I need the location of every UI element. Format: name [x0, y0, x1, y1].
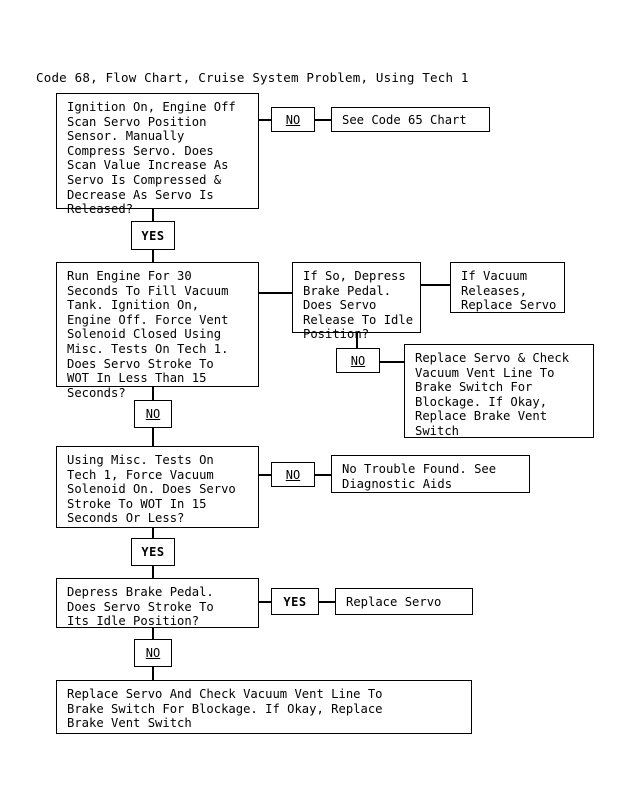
- connector-label: NO: [285, 467, 301, 482]
- connector-step3-yes[interactable]: YES: [131, 538, 175, 566]
- box-replace-servo[interactable]: Replace Servo: [335, 588, 473, 615]
- line-no-to-no-trouble: [315, 474, 331, 476]
- connector-step3-no[interactable]: NO: [271, 462, 315, 487]
- connector-step4-no[interactable]: NO: [134, 639, 172, 667]
- box-vacuum-releases[interactable]: If Vacuum Releases, Replace Servo: [450, 262, 565, 313]
- line-yes-to-replace-servo: [319, 601, 335, 603]
- box-see-code-65[interactable]: See Code 65 Chart: [331, 107, 490, 132]
- connector-label: NO: [145, 646, 161, 660]
- line-no-to-step3: [152, 428, 154, 446]
- box-replace-servo-check[interactable]: Replace Servo & Check Vacuum Vent Line T…: [404, 344, 594, 438]
- box-step2b[interactable]: If So, Depress Brake Pedal. Does Servo R…: [292, 262, 421, 341]
- box-no-trouble-found[interactable]: No Trouble Found. See Diagnostic Aids: [331, 455, 530, 493]
- connector-label: YES: [141, 228, 165, 243]
- line-step1-to-no: [258, 119, 271, 121]
- line-step1-to-yes: [152, 208, 154, 222]
- line-step2-to-no: [152, 386, 154, 400]
- line-no-to-code65: [315, 119, 331, 121]
- page-title: Code 68, Flow Chart, Cruise System Probl…: [36, 70, 469, 85]
- line-yes-to-step2: [152, 250, 154, 262]
- line-step3-to-yes: [152, 528, 154, 538]
- line-no-to-replace-check: [380, 361, 404, 363]
- connector-step2-no[interactable]: NO: [134, 400, 172, 428]
- box-step2[interactable]: Run Engine For 30 Seconds To Fill Vacuum…: [56, 262, 259, 400]
- connector-step1-yes[interactable]: YES: [131, 221, 175, 250]
- line-step3-to-no: [258, 474, 271, 476]
- line-step4-to-yes: [258, 601, 271, 603]
- connector-step2b-no[interactable]: NO: [336, 348, 380, 373]
- connector-label: NO: [350, 353, 366, 368]
- line-step2-to-step2b: [258, 292, 292, 294]
- line-step2b-to-vacuum: [420, 284, 450, 286]
- connector-step4-yes[interactable]: YES: [271, 588, 319, 615]
- line-yes-to-step4: [152, 566, 154, 578]
- box-step3[interactable]: Using Misc. Tests On Tech 1, Force Vacuu…: [56, 446, 259, 528]
- box-step4[interactable]: Depress Brake Pedal. Does Servo Stroke T…: [56, 578, 259, 628]
- line-no-to-final: [152, 667, 154, 680]
- box-step1[interactable]: Ignition On, Engine Off Scan Servo Posit…: [56, 93, 259, 216]
- line-step4-to-no: [152, 627, 154, 639]
- connector-label: YES: [283, 594, 307, 609]
- box-final-action[interactable]: Replace Servo And Check Vacuum Vent Line…: [56, 680, 472, 734]
- connector-step1-no[interactable]: NO: [271, 107, 315, 132]
- connector-label: YES: [141, 545, 165, 559]
- connector-label: NO: [145, 407, 161, 421]
- connector-label: NO: [285, 112, 301, 127]
- line-step2b-to-no: [356, 332, 358, 348]
